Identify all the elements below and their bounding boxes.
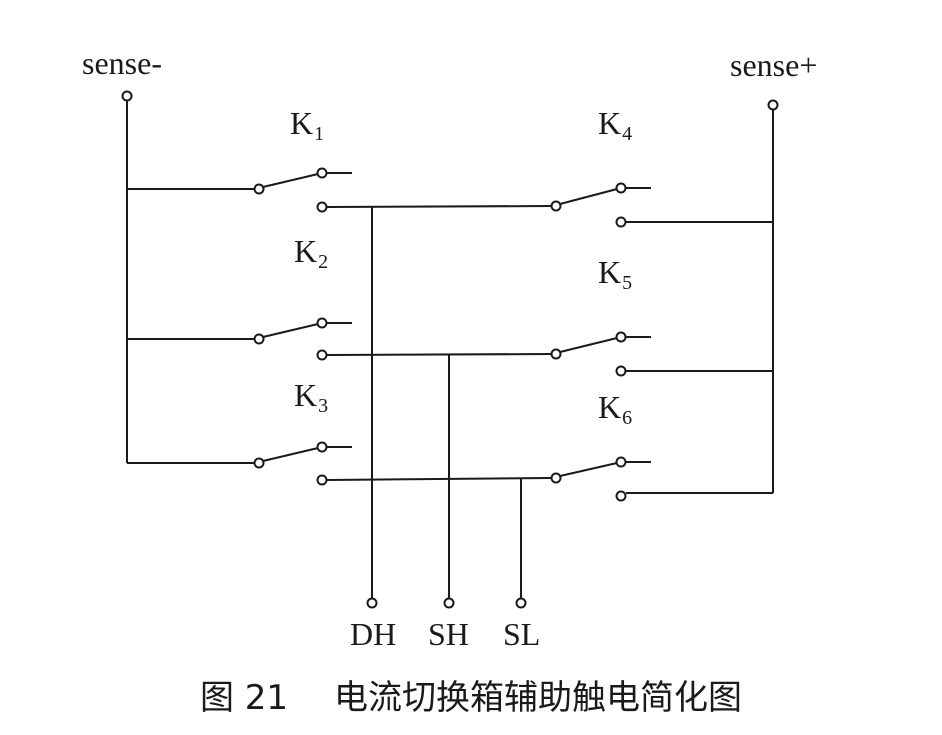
figure-title: 电流切换箱辅助触电简化图 xyxy=(334,678,743,718)
switch-label-k3: K3 xyxy=(294,377,328,417)
switch-label-k1: K1 xyxy=(290,105,324,145)
sl-label: SL xyxy=(503,616,540,652)
link-k1-k4 xyxy=(326,205,552,208)
sl-terminal xyxy=(515,597,527,609)
dh-terminal xyxy=(366,597,378,609)
sense-minus-label: sense- xyxy=(82,45,162,81)
link-k2-k5 xyxy=(326,353,552,356)
link-k3-k6 xyxy=(326,477,552,481)
switch-label-k4: K4 xyxy=(598,105,632,145)
switch-k6 xyxy=(550,456,773,502)
sense-plus-label: sense+ xyxy=(730,47,817,83)
figure-number: 图 21 xyxy=(199,678,289,718)
switch-k2 xyxy=(127,317,352,361)
sh-terminal xyxy=(443,597,455,609)
switch-k3 xyxy=(127,441,352,486)
switch-label-k5: K5 xyxy=(598,254,632,294)
sense-minus-terminal xyxy=(121,90,133,102)
sense-plus-terminal xyxy=(767,99,779,111)
switch-label-k6: K6 xyxy=(598,389,632,429)
figure-caption: 图 21 电流切换箱辅助触电简化图 xyxy=(0,670,942,719)
sh-label: SH xyxy=(428,616,469,652)
switch-k4 xyxy=(550,182,773,228)
switch-k5 xyxy=(550,331,773,377)
switch-label-k2: K2 xyxy=(294,233,328,273)
dh-label: DH xyxy=(350,616,396,652)
switch-k1 xyxy=(127,167,352,213)
